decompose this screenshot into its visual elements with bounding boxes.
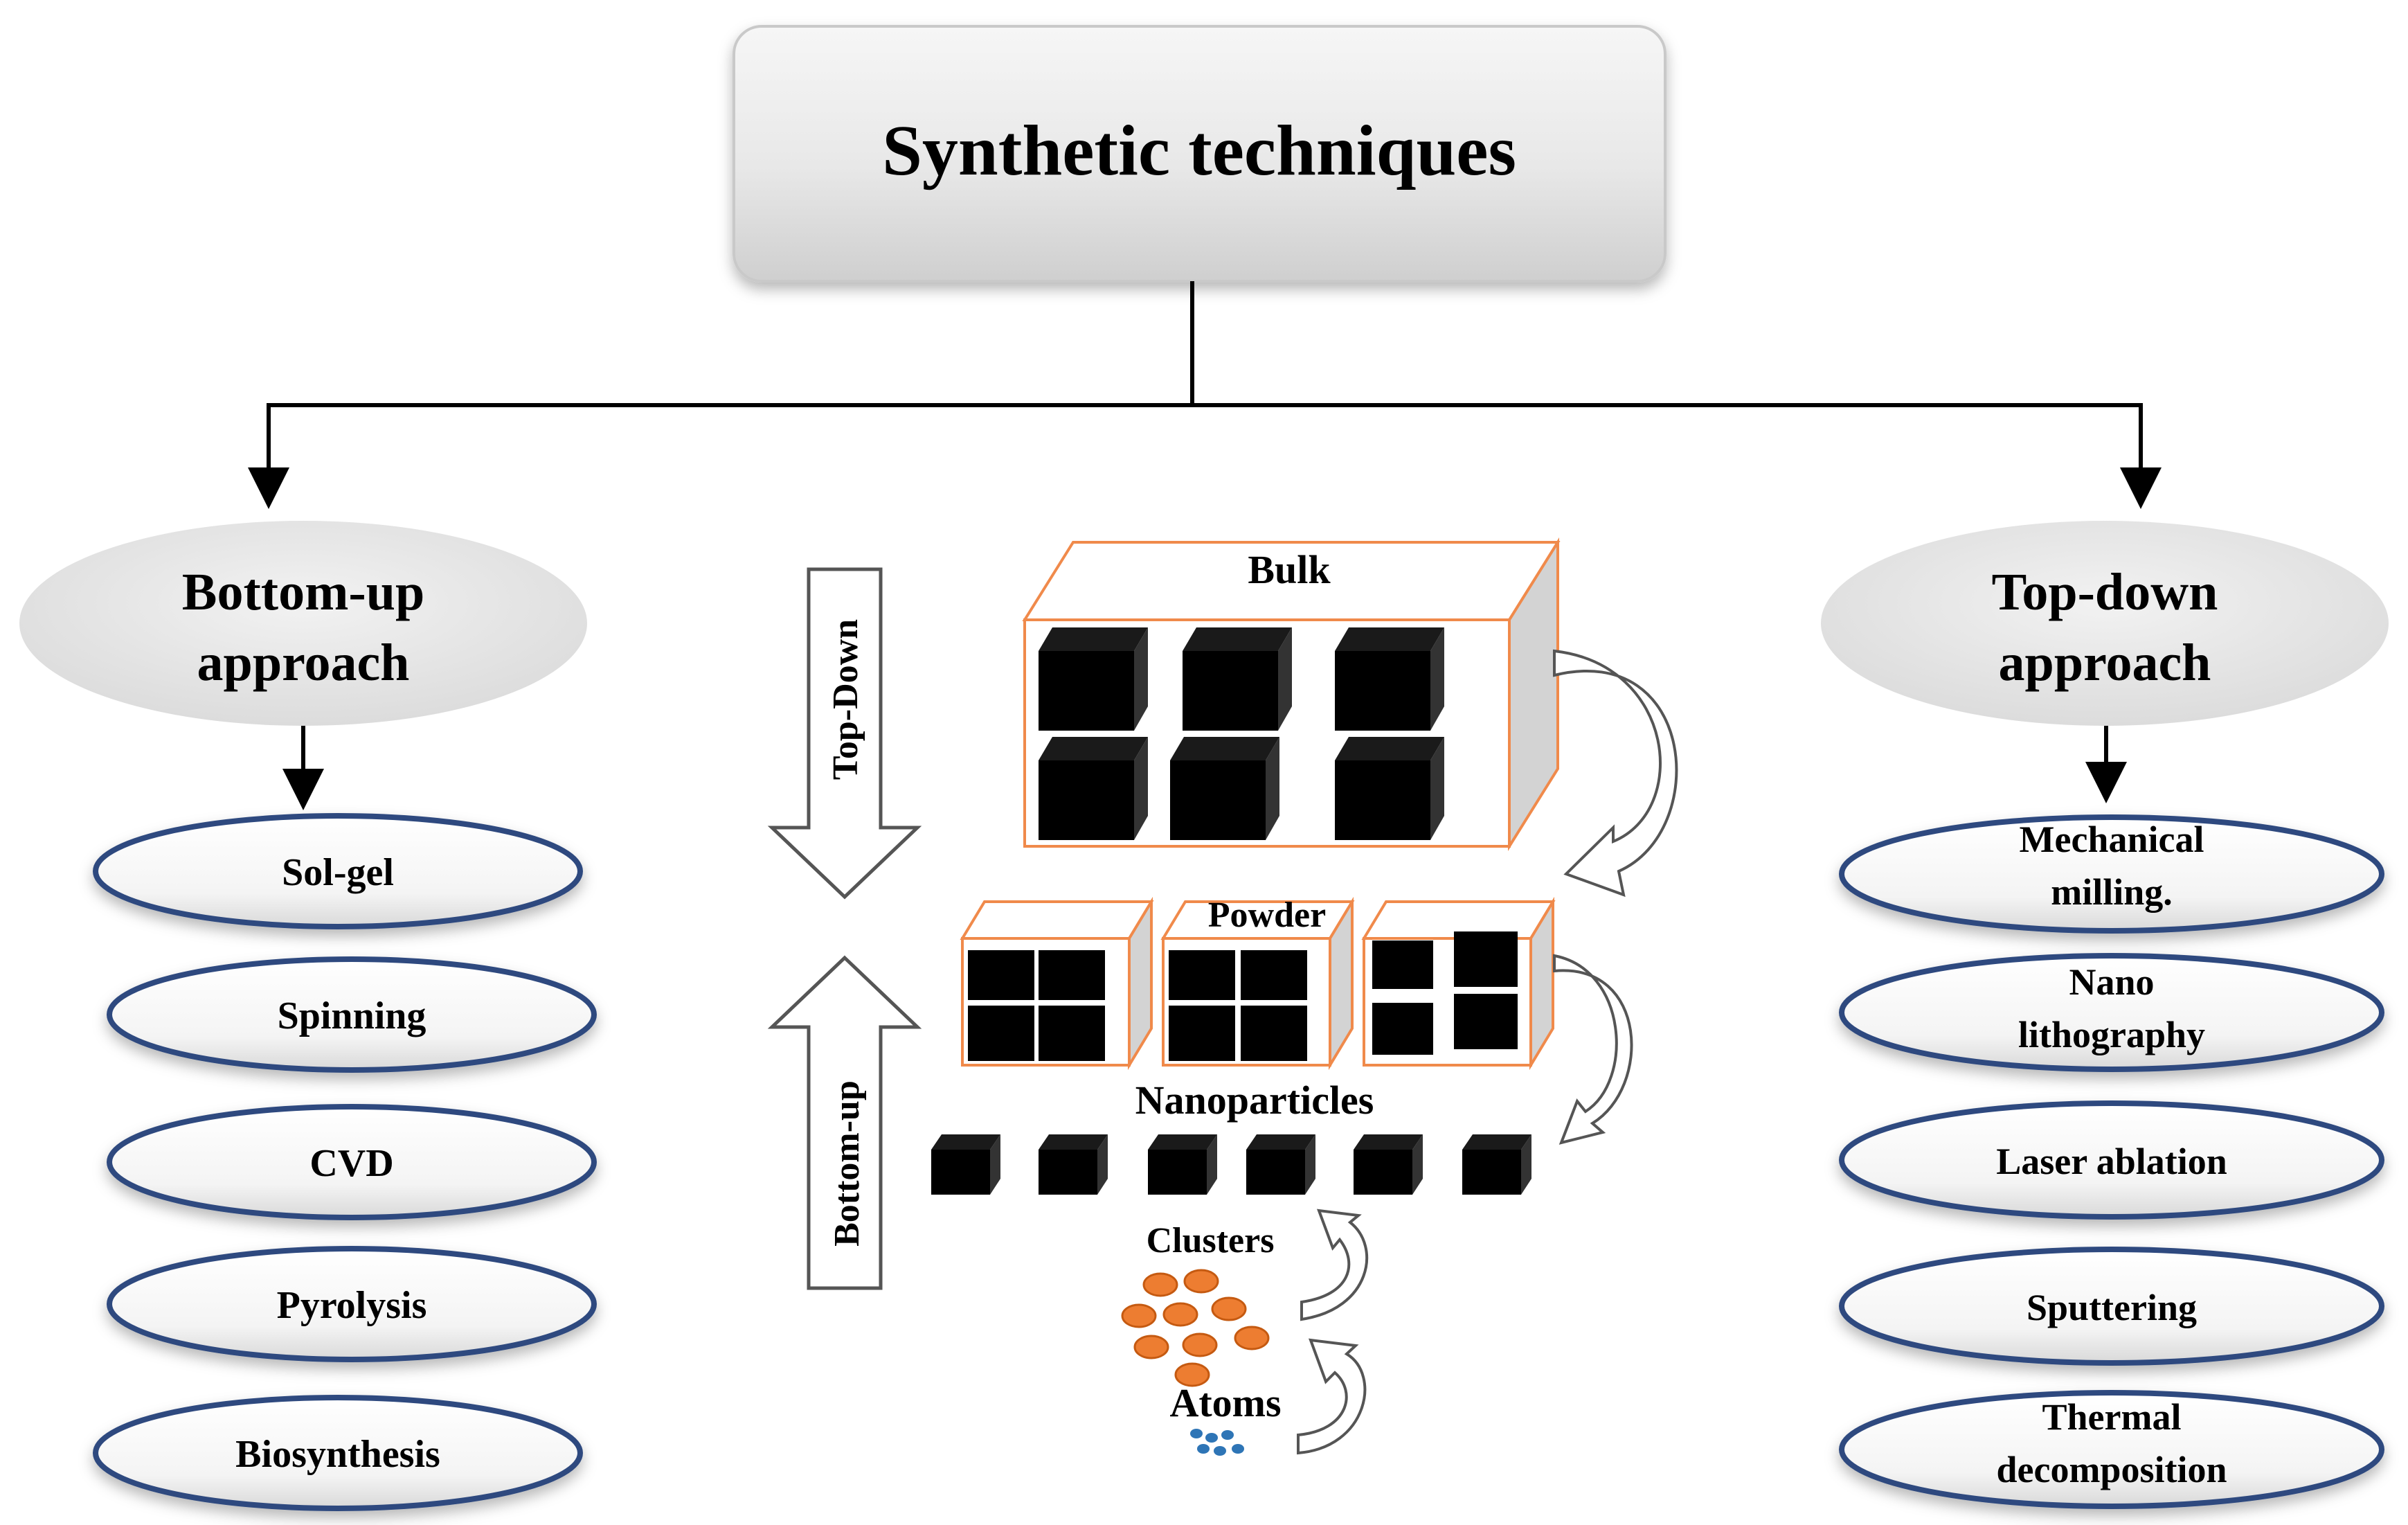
bottom-up-heading-line2: approach (197, 634, 410, 692)
cluster (1162, 1302, 1198, 1327)
atom (1214, 1446, 1226, 1456)
cluster (1142, 1272, 1178, 1297)
powder-box-3 (1361, 896, 1556, 1071)
bottom-up-heading-line1: Bottom-up (182, 563, 424, 621)
method-label: Pyrolysis (277, 1284, 427, 1327)
method-label: Spinning (278, 995, 426, 1037)
cluster (1211, 1296, 1247, 1321)
bulk-label: Bulk (1248, 547, 1331, 592)
cube (1462, 1134, 1531, 1195)
bottom-up-methods: Sol-gel Spinning CVD Pyrolysis Biosynthe… (93, 813, 597, 1511)
bottom-up-arrow-label: Bottom-up (827, 1080, 867, 1247)
top-down-heading-line1: Top-down (1992, 563, 2218, 621)
cube (1354, 1134, 1423, 1195)
method-label: Biosynthesis (235, 1433, 440, 1476)
powder-box-2 (1160, 896, 1355, 1071)
bottom-up-block-arrow: Bottom-up (767, 955, 922, 1290)
method-sputtering: Sputtering (1839, 1247, 2384, 1366)
cluster-particles (1121, 1269, 1270, 1387)
cube (1170, 737, 1279, 840)
top-down-methods: Mechanical milling. Nano lithography Las… (1839, 814, 2384, 1509)
tree-connectors (248, 281, 2162, 810)
method-spinning: Spinning (107, 956, 597, 1073)
page-title: Synthetic techniques (882, 111, 1516, 190)
method-label-line1: Nano (2069, 961, 2154, 1003)
cluster (1182, 1332, 1218, 1357)
cube (1183, 627, 1292, 731)
powder-label: Powder (1208, 895, 1326, 935)
method-cvd: CVD (107, 1104, 597, 1220)
cluster (1174, 1362, 1210, 1387)
cube (1335, 737, 1444, 840)
method-label-line2: decomposition (1996, 1449, 2227, 1490)
method-label: Sputtering (2027, 1287, 2197, 1328)
method-label-line1: Thermal (2042, 1396, 2182, 1438)
top-down-block-arrow: Top-Down (767, 567, 922, 900)
method-thermal-decomposition: Thermal decomposition (1839, 1390, 2384, 1509)
bulk-box: Bulk (1022, 537, 1561, 851)
method-label-line1: Mechanical (2020, 819, 2204, 860)
title-box: Synthetic techniques (733, 25, 1666, 283)
atom (1190, 1429, 1203, 1438)
cube (1148, 1134, 1217, 1195)
cube (931, 1134, 1000, 1195)
clusters-label: Clusters (1147, 1221, 1275, 1260)
atom (1205, 1433, 1218, 1443)
nanoparticles-label: Nanoparticles (1135, 1078, 1374, 1123)
cube (1246, 1134, 1315, 1195)
atom (1197, 1444, 1210, 1454)
curved-arrow-bulk-to-powder (1553, 649, 1678, 898)
cube (1039, 627, 1148, 731)
nanoparticle-cubes (931, 1134, 1531, 1195)
method-label: Laser ablation (1996, 1141, 2227, 1182)
cube (1039, 1134, 1108, 1195)
cluster (1234, 1326, 1270, 1350)
atom (1221, 1430, 1234, 1440)
cube (1039, 737, 1148, 840)
bottom-up-heading: Bottom-up approach (19, 521, 587, 726)
method-label-line2: milling. (2051, 871, 2173, 913)
top-down-heading-line2: approach (1999, 634, 2211, 692)
cluster (1121, 1303, 1157, 1328)
method-nano-lithography: Nano lithography (1839, 953, 2384, 1072)
method-laser-ablation: Laser ablation (1839, 1100, 2384, 1220)
top-down-heading: Top-down approach (1821, 521, 2389, 726)
cluster (1133, 1335, 1169, 1359)
method-sol-gel: Sol-gel (93, 813, 583, 929)
method-label: Sol-gel (282, 851, 394, 894)
method-label: CVD (309, 1142, 393, 1185)
method-pyrolysis: Pyrolysis (107, 1246, 597, 1362)
atom (1232, 1444, 1244, 1454)
method-biosynthesis: Biosynthesis (93, 1395, 583, 1511)
powder-boxes: Powder (960, 895, 1556, 1071)
top-down-arrow-label: Top-Down (826, 619, 865, 780)
powder-box-1 (960, 896, 1154, 1071)
curved-arrow-atoms-to-clusters (1297, 1338, 1367, 1455)
cube (1335, 627, 1444, 731)
curved-arrow-powder-to-nanoparticles (1553, 954, 1633, 1145)
cluster (1183, 1269, 1219, 1294)
curved-arrow-clusters-to-nanoparticles (1300, 1209, 1368, 1321)
method-label-line2: lithography (2018, 1014, 2205, 1055)
method-mechanical-milling: Mechanical milling. (1839, 814, 2384, 934)
bulk-cubes (1039, 627, 1444, 840)
atom-particles (1190, 1429, 1244, 1456)
atoms-label: Atoms (1169, 1380, 1281, 1425)
